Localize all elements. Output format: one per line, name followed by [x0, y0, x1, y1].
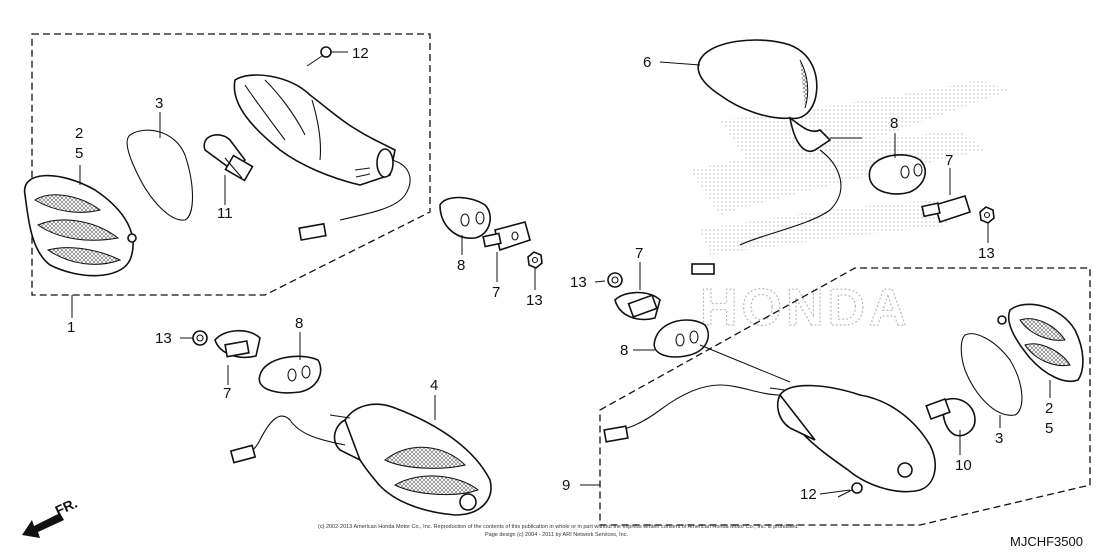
bulb-10[interactable] — [925, 397, 976, 437]
callout-8-upper-right[interactable]: 8 — [890, 115, 898, 132]
callout-10[interactable]: 10 — [955, 457, 972, 474]
callout-13-center[interactable]: 13 — [570, 274, 587, 291]
callout-1[interactable]: 1 — [67, 319, 75, 336]
callout-13-left-middle[interactable]: 13 — [526, 292, 543, 309]
callout-7-left-middle[interactable]: 7 — [492, 284, 500, 301]
callout-13-upper-right[interactable]: 13 — [978, 245, 995, 262]
collar-7-center[interactable] — [614, 291, 661, 321]
leader-lines — [79, 61, 1051, 455]
diagram-code: MJCHF3500 — [1010, 534, 1083, 549]
nut-13-upper-right[interactable] — [979, 206, 995, 224]
front-arrow-label: FR. — [53, 495, 80, 519]
callout-5-right[interactable]: 5 — [1045, 420, 1053, 437]
callout-6[interactable]: 6 — [643, 54, 651, 71]
callout-5-left[interactable]: 5 — [75, 145, 83, 162]
copyright-line-2: Page design (c) 2004 - 2011 by ARI Netwo… — [485, 532, 628, 538]
turn-signal-4[interactable] — [229, 403, 492, 516]
callout-3-left[interactable]: 3 — [155, 95, 163, 112]
callout-labels: 1 2 5 3 11 12 6 8 7 13 8 7 13 13 7 8 13 … — [67, 45, 1053, 503]
collar-7-upper-right[interactable] — [921, 195, 971, 224]
callout-2-left[interactable]: 2 — [75, 125, 83, 142]
bulb-11[interactable] — [203, 134, 254, 182]
assembly-box-1 — [31, 33, 431, 318]
callout-9[interactable]: 9 — [562, 477, 570, 494]
gasket-left[interactable] — [126, 129, 193, 221]
callout-13-lower-left[interactable]: 13 — [155, 330, 172, 347]
assembly-box-9 — [580, 267, 1091, 526]
bracket-8-center[interactable] — [653, 319, 791, 383]
collar-7-lower-left[interactable] — [214, 329, 261, 359]
bracket-8-left[interactable] — [439, 196, 491, 239]
nut-13-lower-left[interactable] — [192, 330, 208, 346]
copyright-line-1: (c) 2002-2013 American Honda Motor Co., … — [318, 524, 799, 530]
housing-left-upper[interactable] — [233, 74, 411, 241]
lens-left[interactable] — [23, 174, 137, 277]
turn-signal-6[interactable] — [691, 39, 862, 275]
callout-7-lower-left[interactable]: 7 — [223, 385, 231, 402]
watermark-text: HONDA — [700, 279, 911, 337]
lens-right[interactable] — [997, 303, 1084, 382]
bracket-8-lower-left[interactable] — [258, 355, 322, 394]
gasket-right[interactable] — [960, 333, 1023, 416]
callout-8-lower-left[interactable]: 8 — [295, 315, 303, 332]
screw-12-right[interactable] — [819, 482, 863, 498]
front-arrow-icon — [22, 513, 64, 538]
copyright-notice: (c) 2002-2013 American Honda Motor Co., … — [318, 524, 799, 538]
callout-7-center[interactable]: 7 — [635, 245, 643, 262]
screw-12-left[interactable] — [306, 46, 348, 67]
bracket-8-upper-right[interactable] — [868, 154, 926, 195]
honda-watermark: HONDA — [690, 80, 1010, 338]
housing-right-lower[interactable] — [603, 384, 936, 493]
callout-12-right[interactable]: 12 — [800, 486, 817, 503]
callout-2-right[interactable]: 2 — [1045, 400, 1053, 417]
callout-11[interactable]: 11 — [217, 205, 233, 222]
callout-12-left[interactable]: 12 — [352, 45, 369, 62]
collar-7-left[interactable] — [482, 221, 531, 252]
nut-13-left[interactable] — [527, 251, 543, 269]
callout-3-right[interactable]: 3 — [995, 430, 1003, 447]
callout-4[interactable]: 4 — [430, 377, 438, 394]
front-arrow: FR. — [22, 495, 80, 538]
callout-8-center[interactable]: 8 — [620, 342, 628, 359]
nut-13-center[interactable] — [607, 272, 623, 288]
callout-7-upper-right[interactable]: 7 — [945, 152, 953, 169]
callout-8-left-middle[interactable]: 8 — [457, 257, 465, 274]
